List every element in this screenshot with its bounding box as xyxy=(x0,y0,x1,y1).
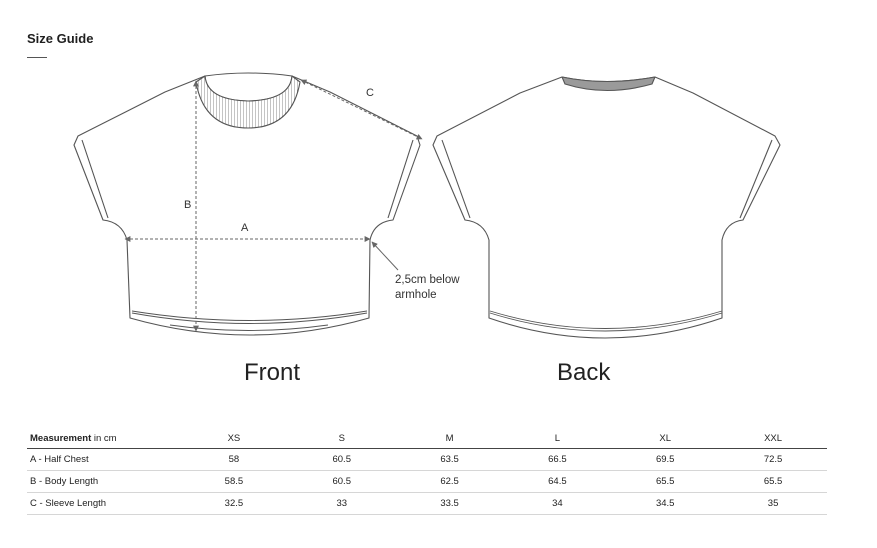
page-title: Size Guide xyxy=(27,31,94,46)
armhole-note-line1: 2,5cm below xyxy=(395,274,460,286)
back-neck-rib xyxy=(561,76,656,92)
dimension-a-label: A xyxy=(241,222,249,234)
table-cell: 60.5 xyxy=(287,448,396,471)
table-cell: 33 xyxy=(287,492,396,515)
size-header: XS xyxy=(180,428,288,449)
dimension-c-line xyxy=(300,79,423,140)
table-row: B - Body Length 58.5 60.5 62.5 64.5 65.5… xyxy=(27,470,827,493)
table-cell: 58.5 xyxy=(180,470,288,493)
row-label: A - Half Chest xyxy=(27,448,180,471)
size-header: S xyxy=(287,428,396,449)
back-tee-drawing xyxy=(432,76,781,339)
table-cell: 64.5 xyxy=(503,470,612,493)
back-body-outline xyxy=(432,76,781,339)
table-cell: 33.5 xyxy=(395,492,504,515)
title-underline xyxy=(27,57,47,58)
measurement-header-unit: in cm xyxy=(91,432,117,444)
table-cell: 34 xyxy=(503,492,612,515)
dimension-lines xyxy=(124,79,423,332)
size-table-header: Measurement in cm XS S M L XL XXL xyxy=(27,428,827,449)
armhole-note-line2: armhole xyxy=(395,289,437,301)
row-label: C - Sleeve Length xyxy=(27,492,180,515)
front-tee-drawing xyxy=(73,72,421,336)
table-cell: 34.5 xyxy=(611,492,720,515)
table-cell: 69.5 xyxy=(611,448,720,471)
measurement-header: Measurement in cm xyxy=(27,428,180,449)
dimension-c-label: C xyxy=(366,87,374,99)
table-cell: 32.5 xyxy=(180,492,288,515)
note-pointer xyxy=(371,241,399,271)
measurement-header-bold: Measurement xyxy=(30,432,92,444)
back-view-label: Back xyxy=(557,359,611,386)
table-cell: 62.5 xyxy=(395,470,504,493)
front-neck-rib xyxy=(195,75,301,129)
table-cell: 65.5 xyxy=(611,470,720,493)
row-label: B - Body Length xyxy=(27,470,180,493)
table-cell: 63.5 xyxy=(395,448,504,471)
size-header: XXL xyxy=(719,428,827,449)
table-row: A - Half Chest 58 60.5 63.5 66.5 69.5 72… xyxy=(27,448,827,471)
size-header: M xyxy=(395,428,504,449)
table-cell: 72.5 xyxy=(719,448,827,471)
table-cell: 58 xyxy=(180,448,288,471)
table-cell: 65.5 xyxy=(719,470,827,493)
table-cell: 35 xyxy=(719,492,827,515)
size-header: XL xyxy=(611,428,720,449)
garment-sketch xyxy=(73,72,781,339)
armhole-note: 2,5cm below armhole xyxy=(395,273,485,303)
size-header: L xyxy=(503,428,612,449)
dimension-b-label: B xyxy=(184,199,192,211)
table-cell: 60.5 xyxy=(287,470,396,493)
table-cell: 66.5 xyxy=(503,448,612,471)
size-table: Measurement in cm XS S M L XL XXL A - Ha… xyxy=(27,428,827,515)
front-view-label: Front xyxy=(244,359,301,386)
table-row: C - Sleeve Length 32.5 33 33.5 34 34.5 3… xyxy=(27,492,827,515)
